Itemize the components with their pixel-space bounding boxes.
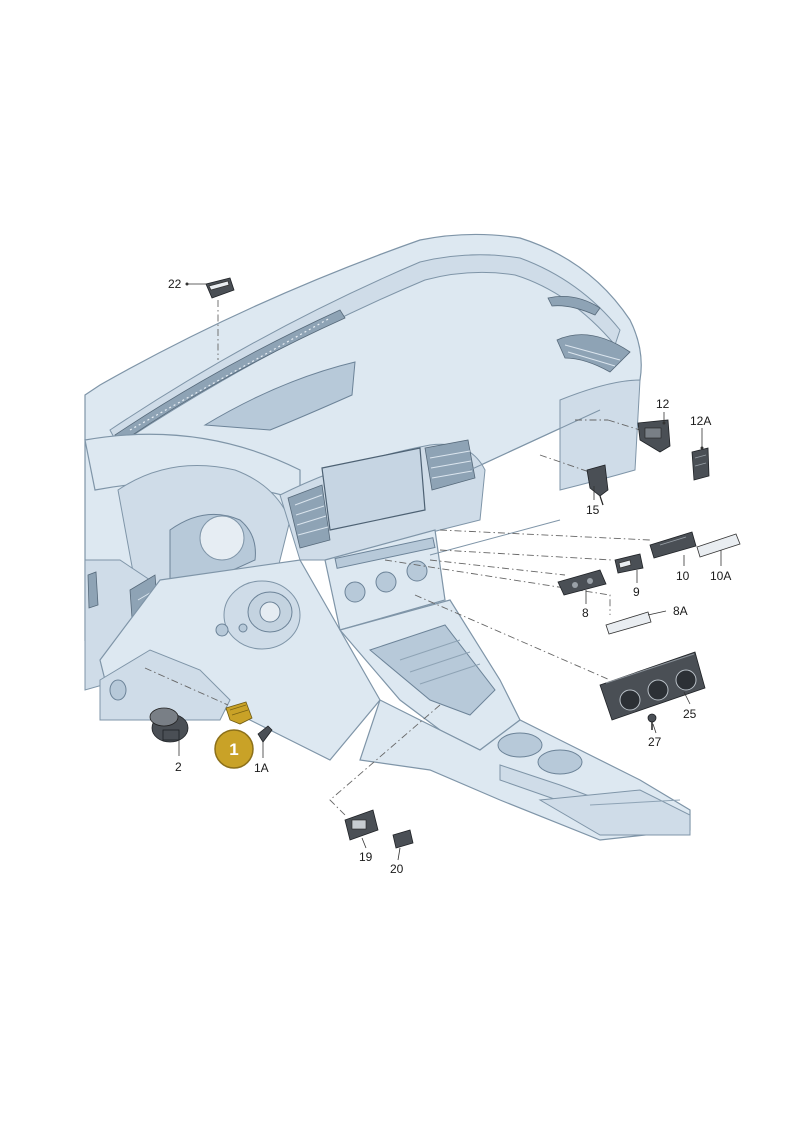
callout-10a[interactable]: 10A bbox=[710, 569, 731, 583]
part-1a-knob-insert bbox=[257, 725, 273, 743]
callout-8a[interactable]: 8A bbox=[673, 604, 688, 618]
dashboard-illustration bbox=[84, 233, 691, 841]
part-20-cap bbox=[392, 829, 414, 849]
part-1-highlighted-switch bbox=[225, 701, 253, 725]
callout-2[interactable]: 2 bbox=[175, 760, 182, 774]
part-15-bracket bbox=[586, 464, 609, 506]
part-12a-switch-insert bbox=[691, 447, 710, 481]
part-27-screw bbox=[647, 713, 657, 730]
part-8a-switch-cover bbox=[605, 611, 652, 635]
connector-lines bbox=[144, 300, 651, 816]
part-25-climate-control-panel bbox=[599, 651, 706, 721]
part-22-vent-component bbox=[205, 277, 235, 299]
callout-25[interactable]: 25 bbox=[683, 707, 697, 721]
part-12-switch-housing bbox=[637, 419, 671, 453]
callout-1-highlight-badge[interactable]: 1 bbox=[214, 729, 254, 769]
callout-10[interactable]: 10 bbox=[676, 569, 690, 583]
leader-lines bbox=[178, 282, 722, 861]
callout-8[interactable]: 8 bbox=[582, 606, 589, 620]
part-10a-switch-cover bbox=[696, 533, 741, 558]
part-2-rotary-light-switch bbox=[149, 707, 189, 743]
callout-19[interactable]: 19 bbox=[359, 850, 373, 864]
part-10-switch-strip bbox=[649, 531, 697, 559]
callout-27[interactable]: 27 bbox=[648, 735, 662, 749]
callout-1a[interactable]: 1A bbox=[254, 761, 269, 775]
callout-22[interactable]: 22 bbox=[168, 277, 182, 291]
callout-labels: 22 12 12A 15 10 10A 9 8 8A 25 27 2 1A 19… bbox=[168, 277, 731, 876]
callout-9[interactable]: 9 bbox=[633, 585, 640, 599]
callout-12[interactable]: 12 bbox=[656, 397, 670, 411]
callout-1: 1 bbox=[229, 740, 238, 759]
part-8-switch-block bbox=[557, 569, 607, 596]
part-19-switch-housing bbox=[344, 809, 379, 841]
callout-15[interactable]: 15 bbox=[586, 503, 600, 517]
part-9-button bbox=[614, 553, 644, 574]
callout-12a[interactable]: 12A bbox=[690, 414, 711, 428]
callout-20[interactable]: 20 bbox=[390, 862, 404, 876]
